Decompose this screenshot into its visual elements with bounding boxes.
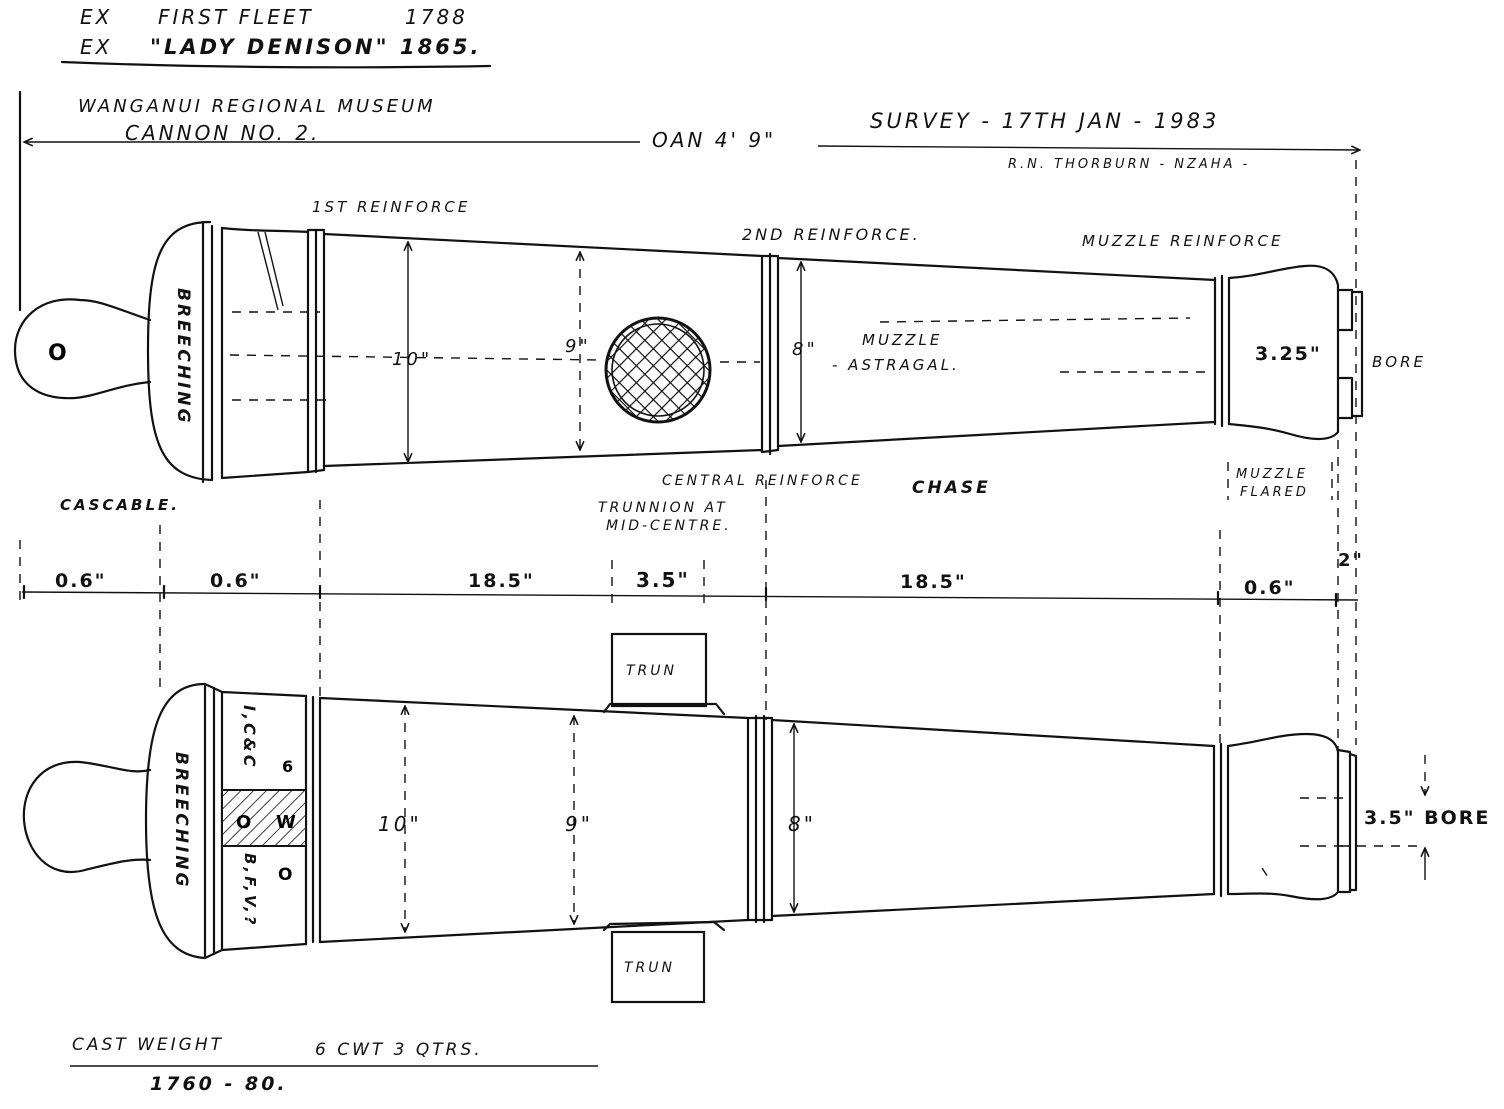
side-trunnion bbox=[604, 316, 712, 424]
side-cascable-knob bbox=[13, 298, 152, 400]
side-view-cannon: O BREECHING bbox=[13, 220, 1364, 484]
top-dim-8: 8" bbox=[788, 812, 816, 836]
top-first-reinforce bbox=[220, 690, 308, 952]
side-chase bbox=[776, 256, 1217, 448]
label-muzzle-flared-1: MUZZLE bbox=[1236, 467, 1308, 482]
label-trunnion-2: MID-CENTRE. bbox=[606, 518, 732, 534]
label-central-reinforce: CENTRAL REINFORCE bbox=[662, 473, 863, 489]
cannon-number: CANNON NO. 2. bbox=[125, 121, 320, 145]
side-dim-10: 10" bbox=[392, 349, 432, 370]
side-muzzle-astragal bbox=[1213, 274, 1231, 428]
cast-weight-value: 6 CWT 3 QTRS. bbox=[315, 1040, 483, 1060]
seg-3: 18.5" bbox=[468, 570, 535, 592]
seg-1: 0.6" bbox=[55, 570, 107, 592]
cast-weight-label: CAST WEIGHT bbox=[72, 1035, 224, 1055]
label-muzzle-reinforce: MUZZLE REINFORCE bbox=[1082, 232, 1283, 250]
side-worn-marks bbox=[257, 231, 284, 311]
side-dim-8: 8" bbox=[792, 339, 818, 360]
side-upper-guide bbox=[232, 311, 1191, 323]
overall-length-label: OAN 4' 9" bbox=[652, 128, 776, 152]
trunnion-width-ticks bbox=[611, 560, 705, 610]
label-muzzle-flared-2: FLARED bbox=[1240, 485, 1309, 500]
side-trunnion-ring bbox=[611, 323, 705, 417]
side-dim-9: 9" bbox=[565, 336, 591, 357]
seg-4: 3.5" bbox=[636, 568, 690, 592]
top-base-rings bbox=[203, 682, 224, 960]
label-first-reinforce: 1ST REINFORCE bbox=[312, 198, 470, 216]
top-muzzle-face bbox=[1336, 748, 1358, 894]
header-underline bbox=[60, 60, 492, 69]
top-bore-label: 3.5" BORE bbox=[1364, 807, 1490, 829]
header-year-1788: 1788 bbox=[405, 5, 468, 29]
side-breeching-label: BREECHING bbox=[173, 288, 193, 425]
side-knob-mark: O bbox=[48, 341, 67, 366]
survey-date: SURVEY - 17TH JAN - 1983 bbox=[870, 109, 1219, 133]
cast-years: 1760 - 80. bbox=[150, 1073, 288, 1095]
side-bore-dim: 3.25" bbox=[1255, 343, 1322, 365]
side-first-reinforce bbox=[220, 226, 310, 480]
top-plate-left: O bbox=[236, 812, 251, 833]
top-central-reinforce bbox=[318, 696, 750, 944]
seg-6: 0.6" bbox=[1244, 577, 1296, 599]
top-first-reinforce-ring bbox=[304, 694, 322, 946]
top-trun-lower-label: TRUN bbox=[624, 960, 675, 976]
side-bore-label: BORE bbox=[1372, 353, 1426, 371]
header-lady-denison: "LADY DENISON" bbox=[150, 35, 390, 59]
top-muzzle-astragal bbox=[1212, 742, 1230, 898]
label-trunnion-1: TRUNNION AT bbox=[598, 500, 728, 516]
header-year-1865: 1865. bbox=[400, 35, 481, 59]
header-first-fleet: FIRST FLEET bbox=[158, 5, 314, 29]
top-muzzle-swell bbox=[1226, 732, 1340, 901]
side-second-reinforce-ring bbox=[760, 252, 780, 456]
top-trun-upper-label: TRUN bbox=[626, 663, 677, 679]
segment-ticks bbox=[22, 584, 1338, 608]
label-cascable: CASCABLE. bbox=[60, 496, 180, 514]
label-chase: CHASE bbox=[912, 478, 991, 498]
top-breech-plate bbox=[221, 789, 307, 847]
seg-5: 18.5" bbox=[900, 571, 967, 593]
top-trunnion-upper bbox=[610, 632, 708, 708]
side-muzzle-astragal-2: - ASTRAGAL. bbox=[832, 356, 960, 374]
side-muzzle-astragal-1: MUZZLE bbox=[862, 331, 942, 349]
top-second-reinforce-ring bbox=[746, 714, 774, 924]
top-marks-3: B,F,V,? bbox=[241, 853, 259, 928]
side-muzzle-swell bbox=[1227, 264, 1340, 441]
header-ex-1: EX bbox=[80, 5, 112, 29]
top-breeching-label: BREECHING bbox=[171, 752, 191, 889]
top-breech-dome bbox=[144, 682, 207, 960]
side-muzzle-face bbox=[1336, 288, 1364, 420]
top-cascable-knob bbox=[22, 760, 152, 873]
side-central-reinforce bbox=[322, 232, 764, 468]
top-dim-10: 10" bbox=[378, 812, 422, 836]
top-trunnion-upper-base bbox=[602, 702, 726, 716]
seg-7: 2" bbox=[1338, 550, 1364, 571]
side-centerline bbox=[229, 354, 1210, 373]
top-plate-right: W bbox=[276, 812, 296, 833]
museum-name: WANGANUI REGIONAL MUSEUM bbox=[78, 96, 436, 117]
side-first-reinforce-ring bbox=[306, 228, 326, 474]
top-marks-2: 6 bbox=[282, 757, 293, 776]
surveyor-name: R.N. THORBURN - NZAHA - bbox=[1008, 157, 1250, 172]
top-marks-1: I,C&C bbox=[240, 705, 259, 769]
seg-2: 0.6" bbox=[210, 570, 262, 592]
label-second-reinforce: 2ND REINFORCE. bbox=[742, 225, 921, 244]
top-trunnion-lower bbox=[610, 930, 706, 1004]
segment-dim-line bbox=[21, 591, 1359, 601]
side-breech-dome bbox=[146, 220, 214, 482]
header-ex-2: EX bbox=[80, 35, 112, 59]
top-view-cannon: TRUN TRUN BREECHING O W I,C&C 6 B,F,V,? … bbox=[22, 632, 1358, 1004]
overall-length-right bbox=[817, 145, 1360, 150]
top-chase bbox=[770, 718, 1216, 918]
side-base-rings bbox=[201, 220, 224, 484]
top-mark-o: O bbox=[278, 865, 292, 885]
top-dim-9: 9" bbox=[565, 812, 593, 836]
top-muzzle-guides bbox=[1261, 797, 1350, 881]
